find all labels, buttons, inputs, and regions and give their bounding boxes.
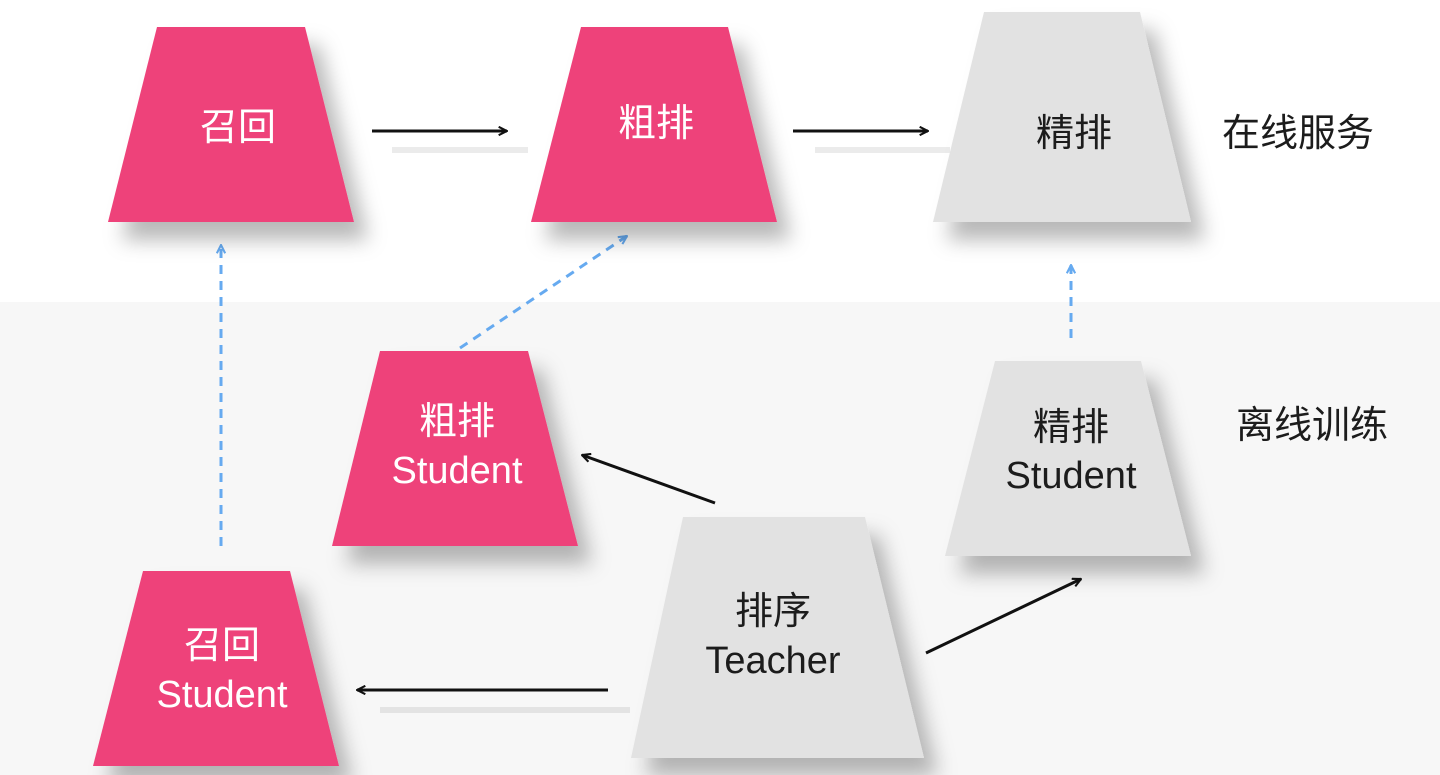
node-coarse: 粗排 (531, 27, 777, 222)
node-recall-student-subtitle: Student (157, 674, 288, 716)
node-recall-title: 召回 (200, 105, 276, 149)
arrow-coarse-student-to-coarse (459, 236, 627, 350)
node-ranking-teacher: 排序 Teacher (631, 517, 924, 758)
section-label-online: 在线服务 (1222, 111, 1374, 155)
node-ranking-teacher-title: 排序 (735, 589, 811, 633)
node-ranking-teacher-subtitle: Teacher (705, 640, 841, 682)
node-fine-student-subtitle: Student (1006, 455, 1137, 497)
node-coarse-title: 粗排 (618, 101, 694, 145)
arrow-shadows (380, 147, 950, 713)
node-coarse-student: 粗排 Student (332, 351, 578, 546)
node-fine: 精排 (933, 12, 1191, 222)
arrow-teacher-to-coarse-student (582, 455, 716, 505)
node-fine-student-title: 精排 (1033, 405, 1109, 449)
section-label-offline: 离线训练 (1236, 403, 1388, 447)
node-coarse-student-subtitle: Student (392, 450, 523, 492)
node-recall-student-title: 召回 (184, 623, 260, 667)
node-fine-student: 精排 Student (945, 361, 1191, 556)
node-recall-student: 召回 Student (93, 571, 339, 766)
arrow-teacher-to-fine-student (925, 577, 1081, 655)
node-recall: 召回 (108, 27, 354, 222)
node-fine-title: 精排 (1036, 111, 1112, 155)
node-coarse-student-title: 粗排 (419, 399, 495, 443)
